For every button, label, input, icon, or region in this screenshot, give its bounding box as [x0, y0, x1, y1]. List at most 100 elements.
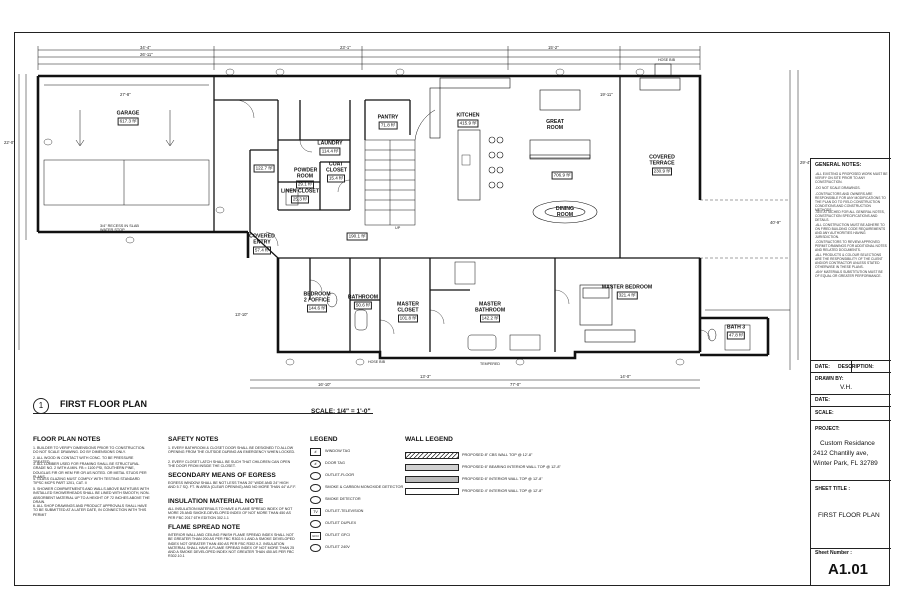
- room-master-closet: MASTER CLOSET 101.8 ft²: [395, 302, 421, 323]
- general-notes-title: GENERAL NOTES:: [815, 162, 862, 168]
- room-area: 101.8 ft²: [397, 314, 419, 323]
- legend-label: OUTLET GFCI: [325, 533, 351, 537]
- floor-plan-note-3: 3. ALL LUMBER USED FOR FRAMING SHALL BE …: [33, 462, 147, 479]
- dimension-text: 14'-0": [620, 374, 631, 379]
- insulation-text: ALL INSULATION MATERIALS TO HAVE A FLAME…: [168, 507, 293, 520]
- plan-number-bubble: 1: [33, 398, 49, 414]
- room-kitchen: KITCHEN 415.9 ft²: [456, 113, 480, 128]
- tb-divider: [811, 420, 891, 421]
- room-area: 29.1 ft²: [295, 180, 315, 189]
- safety-note-2: 2. EVERY CLOSET LATCH SHALL BE SUCH THAT…: [168, 460, 291, 469]
- legend-title: LEGEND: [310, 436, 338, 443]
- interior-4in-wall-swatch: [405, 488, 459, 495]
- room-name: LAUNDRY: [317, 140, 343, 147]
- living-furniture: [529, 89, 636, 343]
- room-bath-3: BATH 3 47.8 ft²: [727, 325, 745, 340]
- room-great-room-area: 706.9 ft²: [551, 171, 573, 180]
- legend-label: OUTLET-TELEVISION: [325, 509, 364, 513]
- hose-bib-label-2: HOSE BIB: [368, 360, 385, 364]
- legend-label: OUTLET DUPLEX: [325, 521, 357, 525]
- bearing-wall-swatch: [405, 464, 459, 471]
- wall-legend-label: PROPOSED 8" CBS WALL TOP @ 12'-8": [462, 453, 533, 457]
- window-tag-icon: #: [310, 448, 321, 456]
- sheet-title-value: FIRST FLOOR PLAN: [818, 512, 880, 519]
- dimension-text: 29'-4": [800, 160, 811, 165]
- general-note: -SEE ATTACHED FOR ALL GENERAL NOTES, CON…: [815, 210, 885, 222]
- tags: [43, 68, 685, 366]
- legend-label: OUTLET 240V: [325, 545, 350, 549]
- stairs: [364, 109, 436, 226]
- dimension-text: 23'-1": [340, 45, 351, 50]
- plan-title: FIRST FLOOR PLAN: [60, 399, 147, 409]
- dimension-text: 40'-9": [770, 220, 781, 225]
- room-name: POWDER ROOM: [294, 167, 318, 180]
- wall-legend-label: PROPOSED 6" INTERIOR WALL TOP @ 12'-8": [462, 477, 543, 481]
- room-name: MASTER BEDROOM: [601, 284, 653, 291]
- room-name: BATH 3: [726, 324, 746, 331]
- door-swings: [235, 99, 711, 341]
- general-note: -ALL EXISTING & PROPOSED WORK MUST BE VE…: [815, 172, 888, 184]
- room-name: COAT CLOSET: [326, 161, 348, 174]
- floor-plan-note-2: 2. ALL WOOD IN CONTACT WITH CONC. TO BE …: [33, 456, 134, 465]
- room-covered-terrace: COVERED TERRACE 230.9 ft²: [647, 155, 677, 176]
- room-name: LINEN CLOSET: [280, 188, 320, 195]
- room-bathroom: BATHROOM 50.6 ft²: [348, 295, 378, 310]
- legend-label: SMOKE DETECTOR: [325, 497, 361, 501]
- room-powder-room: POWDER ROOM 29.1 ft²: [294, 167, 318, 189]
- legend-label: SMOKE & CARBON MONOXIDE DETECTOR: [325, 485, 404, 489]
- plan-scale: SCALE: 1/4" = 1'-0": [311, 408, 371, 415]
- room-hall: 122.7 ft²: [253, 164, 275, 173]
- safety-notes-title: SAFETY NOTES: [168, 436, 219, 443]
- tb-divider: [811, 548, 891, 549]
- drawing-sheet: [14, 32, 890, 586]
- project-name: Custom Residance: [820, 440, 875, 447]
- tb-divider: [811, 394, 891, 395]
- dimension-text: 13'-3": [420, 374, 431, 379]
- general-note: -ALL PRODUCTS & COLOUR SELECTIONS ARE TH…: [815, 253, 883, 269]
- project-address-line-1: 2412 Chantilly ave,: [813, 450, 869, 457]
- dimension-text: 77'-0": [510, 382, 521, 387]
- dimension-text: 19'-11": [600, 92, 613, 97]
- room-master-bedroom: MASTER BEDROOM 321.4 ft²: [602, 285, 652, 300]
- egress-title: SECONDARY MEANS OF EGRESS: [168, 472, 276, 479]
- room-master-bathroom: MASTER BATHROOM 142.2 ft²: [475, 302, 505, 323]
- legend-label: OUTLET-FLOOR: [325, 473, 355, 477]
- floor-plan-note-5: 5. SHOWER COMPARTMENTS AND WALLS ABOVE B…: [33, 487, 150, 504]
- room-garage: GARAGE 617.3 ft²: [117, 111, 139, 126]
- dimension-text: 15'-2": [548, 45, 559, 50]
- dimension-text: 27'-8": [120, 92, 131, 97]
- room-name: COVERED TERRACE: [649, 154, 675, 167]
- room-area: 706.9 ft²: [551, 171, 573, 180]
- safety-note-1: 1. EVERY BATHROOM & CLOSET DOOR SHALL BE…: [168, 446, 296, 455]
- room-area: 321.4 ft²: [616, 291, 638, 300]
- interior-walls: [213, 76, 700, 352]
- dimension-lines: [18, 46, 799, 389]
- title-block: [810, 158, 891, 586]
- floor-plan-note-1: 1. BUILDER TO VERIFY DIMENSIONS PRIOR TO…: [33, 446, 146, 455]
- scale-label: SCALE:: [815, 410, 834, 416]
- tb-divider: [811, 406, 891, 407]
- room-area: 415.9 ft²: [457, 119, 479, 128]
- legend-label: WINDOW TAG: [325, 449, 351, 453]
- slab-recess-note: 3/4" RECESS IN SLAB WATER STOP: [100, 224, 139, 233]
- general-note: -CONTRACTORS TO REVIEW APPROVED PERMIT D…: [815, 240, 887, 252]
- room-name: MASTER BATHROOM: [475, 301, 506, 314]
- general-note: -DO NOT SCALE DRAWINGS.: [815, 186, 861, 190]
- room-coat-closet: COAT CLOSET 15.4 ft²: [326, 161, 348, 183]
- room-pantry: PANTRY 71.8 ft²: [377, 114, 399, 130]
- room-name: PANTRY: [377, 114, 399, 121]
- cbs-wall-swatch: [405, 452, 459, 459]
- room-area: 144.6 ft²: [306, 304, 328, 313]
- flame-spread-title: FLAME SPREAD NOTE: [168, 524, 241, 531]
- flame-spread-text: INTERIOR WALL AND CEILING FINISH FLAME S…: [168, 533, 295, 559]
- terrace-outline: [700, 199, 790, 259]
- wall-legend-label: PROPOSED 4" INTERIOR WALL TOP @ 12'-8": [462, 489, 543, 493]
- dimension-text: 22'-0": [4, 140, 15, 145]
- general-note: -ALL CONSTRUCTION MUST BE ADHERE TO ON F…: [815, 223, 886, 239]
- room-area: 71.8 ft²: [378, 121, 398, 130]
- sheet-number-value: A1.01: [828, 561, 869, 578]
- floor-plan-note-4: 4. GLASS GLAZING MUST COMPLY WITH TESTIN…: [33, 477, 140, 486]
- exterior-walls: [36, 74, 770, 360]
- garage-slab: [43, 84, 210, 206]
